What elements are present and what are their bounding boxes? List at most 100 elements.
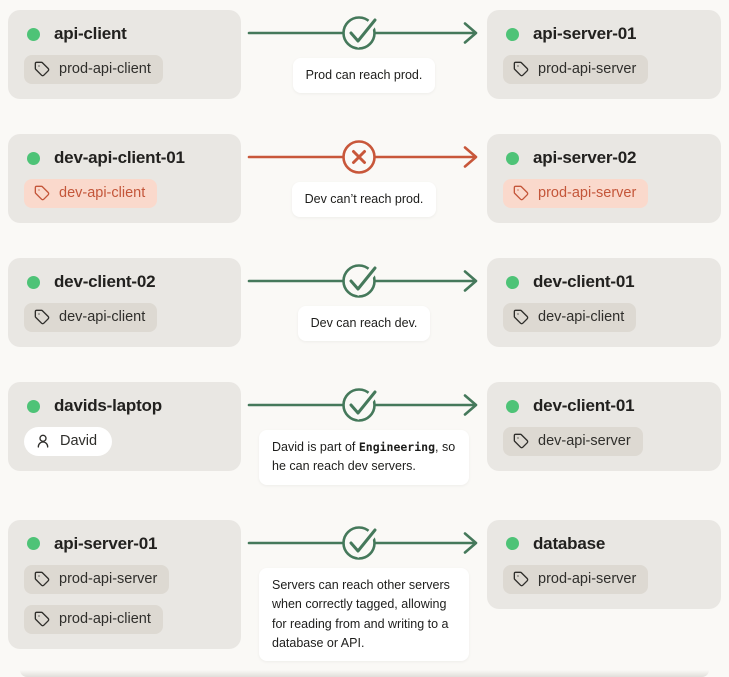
- tag-icon: [513, 61, 529, 77]
- device-header: dev-client-02: [24, 272, 225, 292]
- connection-allowed: Dev can reach dev.: [241, 258, 487, 342]
- allow-arrow: [247, 15, 478, 50]
- tag-label: prod-api-server: [538, 570, 637, 587]
- device-card-target: database prod-api-server: [487, 519, 721, 609]
- device-card-source: api-client prod-api-client: [8, 10, 241, 99]
- device-name: davids-laptop: [54, 396, 162, 415]
- device-header: dev-client-01: [503, 396, 705, 416]
- device-name: dev-client-01: [533, 396, 635, 415]
- tag-icon: [34, 571, 50, 587]
- tag-list: dev-api-server: [503, 427, 705, 456]
- tag-list: prod-api-client: [24, 55, 225, 84]
- online-status-dot: [27, 537, 40, 551]
- online-status-dot: [27, 399, 40, 413]
- tag-list: prod-api-server: [503, 55, 705, 84]
- device-name: dev-client-01: [533, 272, 635, 291]
- tag-icon: [34, 309, 50, 325]
- acl-example-row: api-server-01 prod-api-server prod-api-c…: [8, 519, 721, 662]
- device-card-source: davids-laptop David: [8, 382, 241, 471]
- device-header: api-server-01: [503, 24, 705, 44]
- tag-pill: dev-api-client: [503, 303, 637, 332]
- online-status-dot: [506, 537, 519, 551]
- tag-label: prod-api-server: [538, 185, 637, 201]
- tag-icon: [34, 185, 50, 201]
- device-header: davids-laptop: [24, 396, 225, 416]
- device-name: api-server-01: [54, 533, 158, 553]
- tag-pill: prod-api-client: [24, 55, 163, 84]
- device-header: api-server-01: [24, 534, 225, 554]
- device-header: api-server-02: [503, 148, 705, 168]
- device-name: dev-api-client-01: [54, 148, 185, 167]
- tag-label: prod-api-server: [538, 61, 637, 77]
- allow-arrow: [247, 387, 478, 422]
- device-name: api-server-02: [533, 148, 637, 167]
- tag-pill-denied: prod-api-server: [503, 179, 649, 208]
- online-status-dot: [27, 151, 40, 165]
- tag-label: prod-api-client: [59, 610, 151, 627]
- connection-denied: Dev can’t reach prod.: [241, 134, 487, 218]
- user-pill: David: [24, 427, 113, 456]
- online-status-dot: [27, 27, 40, 41]
- caption: David is part of Engineering, so he can …: [259, 430, 469, 485]
- allow-arrow: [247, 263, 478, 298]
- device-name: database: [533, 533, 606, 553]
- acl-example-row: api-client prod-api-client Prod can reac…: [8, 10, 721, 99]
- connection-allowed: Prod can reach prod.: [241, 10, 487, 94]
- caption-text: Dev can reach dev.: [310, 316, 418, 330]
- connection-allowed: David is part of Engineering, so he can …: [241, 382, 487, 485]
- check-circle-icon: [342, 263, 380, 298]
- allow-arrow: [247, 525, 478, 560]
- tag-icon: [513, 571, 529, 587]
- device-header: database: [503, 534, 705, 554]
- tag-pill: prod-api-server: [503, 564, 649, 594]
- acl-example-row: dev-api-client-01 dev-api-client Dev can…: [8, 134, 721, 223]
- acl-example-row: dev-client-02 dev-api-client Dev can rea…: [8, 258, 721, 347]
- device-name: dev-client-02: [54, 272, 156, 291]
- device-header: dev-client-01: [503, 272, 705, 292]
- tag-icon: [513, 433, 529, 449]
- caption: Servers can reach other servers when cor…: [259, 567, 469, 662]
- tag-pill-denied: dev-api-client: [24, 179, 158, 208]
- connection-allowed: Servers can reach other servers when cor…: [241, 520, 487, 662]
- online-status-dot: [506, 275, 519, 289]
- device-name: api-server-01: [533, 24, 637, 43]
- deny-arrow: [247, 140, 478, 174]
- device-card-source: api-server-01 prod-api-server prod-api-c…: [8, 519, 241, 649]
- tag-label: dev-api-client: [538, 309, 625, 325]
- device-name: api-client: [54, 24, 127, 43]
- device-card-target: dev-client-01 dev-api-server: [487, 382, 721, 471]
- caption: Prod can reach prod.: [292, 58, 436, 94]
- tag-icon: [34, 61, 50, 77]
- online-status-dot: [506, 399, 519, 413]
- tag-pill: prod-api-server: [503, 55, 649, 84]
- tag-list: dev-api-client: [503, 303, 705, 332]
- caption-text: David is part of Engineering, so he can …: [272, 440, 456, 474]
- tag-pill: prod-api-server: [24, 564, 170, 594]
- tag-pill: dev-api-client: [24, 303, 158, 332]
- check-circle-icon: [342, 525, 380, 560]
- tag-icon: [513, 185, 529, 201]
- check-circle-icon: [342, 15, 380, 50]
- caption: Dev can’t reach prod.: [291, 182, 437, 218]
- device-card-source: dev-client-02 dev-api-client: [8, 258, 241, 347]
- tag-pill: dev-api-server: [503, 427, 643, 456]
- online-status-dot: [506, 151, 519, 165]
- tag-icon: [34, 611, 50, 627]
- online-status-dot: [27, 275, 40, 289]
- x-circle-icon: [342, 140, 376, 174]
- tag-label: dev-api-client: [59, 185, 146, 201]
- device-header: api-client: [24, 24, 225, 44]
- device-card-source: dev-api-client-01 dev-api-client: [8, 134, 241, 223]
- user-label: David: [60, 433, 98, 449]
- acl-example-row: davids-laptop David David is part of Eng…: [8, 382, 721, 485]
- caption-text: Servers can reach other servers when cor…: [272, 577, 450, 650]
- caption: Dev can reach dev.: [297, 306, 431, 342]
- tag-label: prod-api-client: [59, 61, 151, 77]
- tag-list: prod-api-server prod-api-client: [24, 564, 225, 634]
- check-circle-icon: [342, 387, 380, 422]
- bottom-shadow: [20, 670, 709, 677]
- user-icon: [37, 434, 49, 448]
- device-card-target: api-server-02 prod-api-server: [487, 134, 721, 223]
- online-status-dot: [506, 27, 519, 41]
- device-card-target: api-server-01 prod-api-server: [487, 10, 721, 99]
